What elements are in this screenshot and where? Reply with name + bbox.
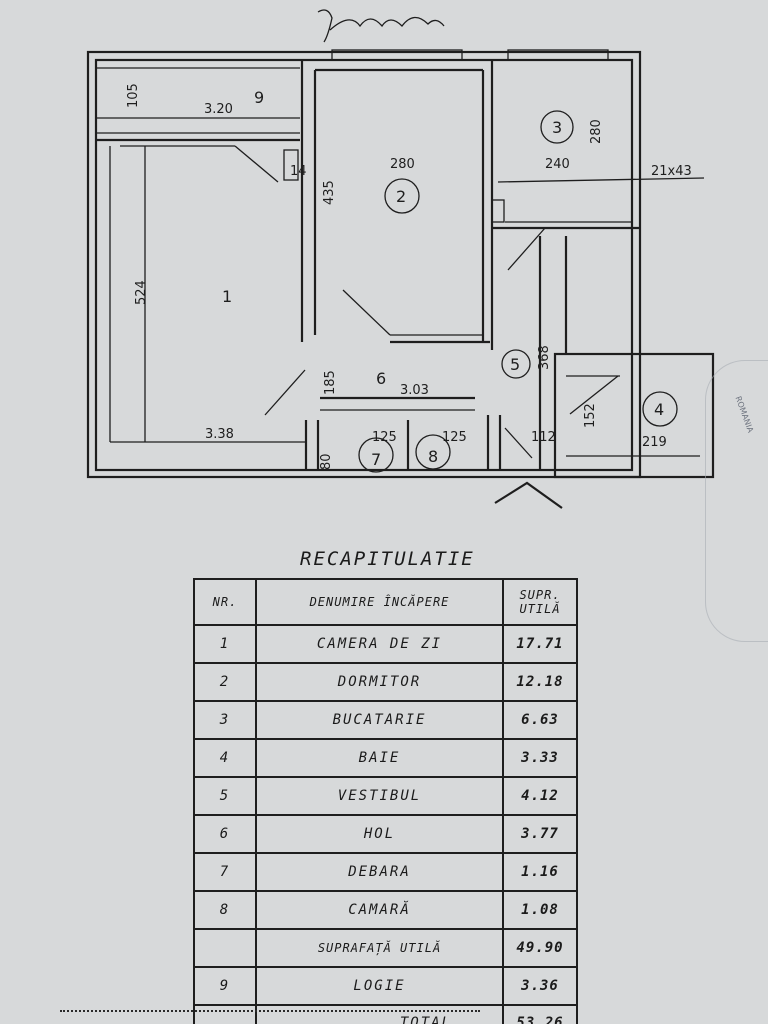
table-row: 1 CAMERA DE ZI 17.71: [193, 624, 578, 664]
floor-plan: 1 2 3 4 5 6 7 8 9 3.20 280 240 21x43 3.3…: [86, 9, 715, 509]
window-top-bedroom: [331, 49, 463, 61]
row-nr: 9: [193, 966, 257, 1006]
dim-105: 105: [126, 83, 141, 108]
signature-top: [317, 9, 445, 43]
table-row: 9 LOGIE 3.36: [193, 966, 578, 1006]
outer-wall: [86, 50, 642, 479]
row-nr: 4: [193, 738, 257, 778]
row-nr: 2: [193, 662, 257, 702]
recap-table: NR. DENUMIRE ÎNCĂPERE SUPR. UTILĂ 1 CAME…: [193, 578, 578, 1024]
dim-185: 185: [323, 370, 338, 395]
dim-338: 3.38: [205, 427, 234, 442]
total-area: 53.26: [502, 1004, 578, 1024]
entrance-marker: [494, 481, 563, 509]
room-number-5: 5: [510, 355, 520, 374]
row-area: 12.18: [502, 662, 578, 702]
total-label: TOTAL: [255, 1004, 504, 1024]
dim-125b: 125: [442, 430, 467, 445]
row-area: 49.90: [502, 928, 578, 968]
recap-header-row: NR. DENUMIRE ÎNCĂPERE SUPR. UTILĂ: [193, 578, 578, 626]
bath-walls: [553, 352, 715, 479]
dim-368: 368: [537, 345, 552, 370]
row-name: BAIE: [255, 738, 504, 778]
header-area-line1: SUPR.: [519, 588, 561, 602]
room-number-4: 4: [654, 400, 664, 419]
row-name: DORMITOR: [255, 662, 504, 702]
room-number-6: 6: [376, 369, 386, 388]
header-area: SUPR. UTILĂ: [502, 578, 578, 626]
dim-80: 80: [319, 453, 334, 470]
dim-320: 3.20: [204, 102, 233, 117]
dim-152: 152: [583, 403, 598, 428]
dim-280-top: 280: [390, 157, 415, 172]
row-nr: 6: [193, 814, 257, 854]
row-area: 6.63: [502, 700, 578, 740]
row-name: CAMARĂ: [255, 890, 504, 930]
dim-112: 112: [531, 430, 556, 445]
room-number-9: 9: [254, 88, 264, 107]
row-nr-empty: [193, 1004, 257, 1024]
row-nr: 1: [193, 624, 257, 664]
table-row: 4 BAIE 3.33: [193, 738, 578, 778]
dim-435: 435: [322, 180, 337, 205]
table-row: 3 BUCATARIE 6.63: [193, 700, 578, 740]
table-row: 6 HOL 3.77: [193, 814, 578, 854]
header-room-name: DENUMIRE ÎNCĂPERE: [255, 578, 504, 626]
row-area: 17.71: [502, 624, 578, 664]
row-name: SUPRAFAȚĂ UTILĂ: [255, 928, 504, 968]
row-area: 3.77: [502, 814, 578, 854]
bottom-handwriting: [60, 1010, 480, 1024]
header-nr: NR.: [193, 578, 257, 626]
row-nr: 3: [193, 700, 257, 740]
row-nr: 8: [193, 890, 257, 930]
row-name: LOGIE: [255, 966, 504, 1006]
row-name: VESTIBUL: [255, 776, 504, 816]
room-number-1: 1: [222, 287, 232, 306]
table-row: 8 CAMARĂ 1.08: [193, 890, 578, 930]
dim-524: 524: [134, 280, 149, 305]
dim-14: 14: [290, 164, 307, 179]
table-row-subtotal: SUPRAFAȚĂ UTILĂ 49.90: [193, 928, 578, 968]
header-area-line2: UTILĂ: [519, 602, 561, 616]
table-row: 2 DORMITOR 12.18: [193, 662, 578, 702]
room-number-7: 7: [371, 450, 381, 469]
dim-21x43: 21x43: [651, 164, 692, 179]
dim-219: 219: [642, 435, 667, 450]
recap-title: RECAPITULATIE: [300, 548, 475, 570]
window-top-kitchen: [507, 49, 609, 61]
row-name: BUCATARIE: [255, 700, 504, 740]
row-name: DEBARA: [255, 852, 504, 892]
row-area: 1.16: [502, 852, 578, 892]
row-area: 3.36: [502, 966, 578, 1006]
room-number-2: 2: [396, 187, 406, 206]
dim-303: 3.03: [400, 383, 429, 398]
row-nr: 7: [193, 852, 257, 892]
row-area: 1.08: [502, 890, 578, 930]
row-area: 4.12: [502, 776, 578, 816]
row-area: 3.33: [502, 738, 578, 778]
dim-280-side: 280: [589, 119, 604, 144]
row-name: HOL: [255, 814, 504, 854]
table-row: 7 DEBARA 1.16: [193, 852, 578, 892]
dim-125a: 125: [372, 430, 397, 445]
row-nr: [193, 928, 257, 968]
dim-240: 240: [545, 157, 570, 172]
row-nr: 5: [193, 776, 257, 816]
room-number-3: 3: [552, 118, 562, 137]
row-name: CAMERA DE ZI: [255, 624, 504, 664]
room-number-8: 8: [428, 447, 438, 466]
table-row-total: TOTAL 53.26: [193, 1004, 578, 1024]
table-row: 5 VESTIBUL 4.12: [193, 776, 578, 816]
